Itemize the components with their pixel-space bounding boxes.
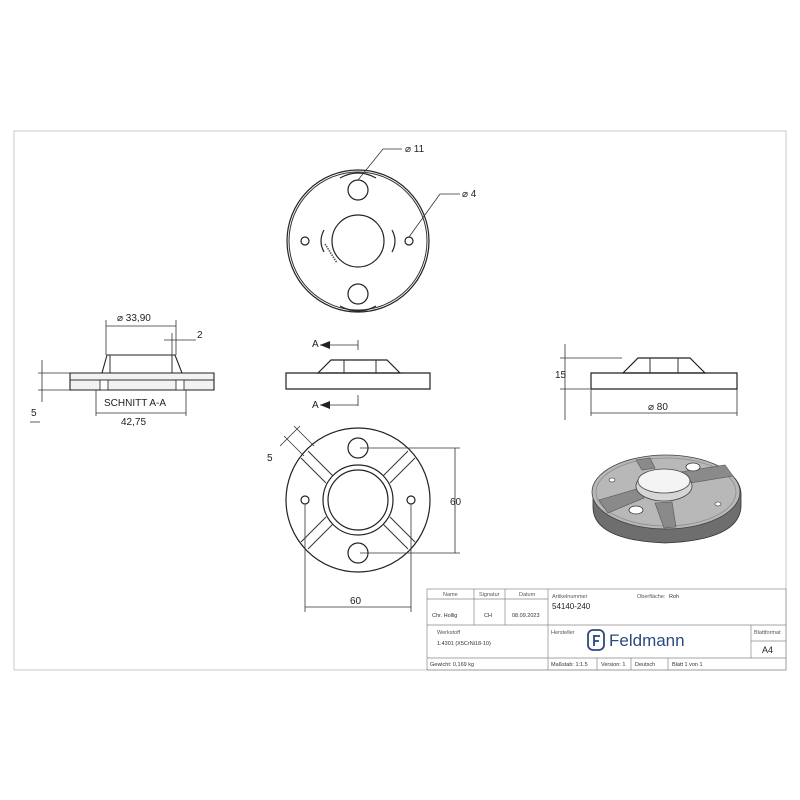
tb-header-signatur: Signatur (479, 592, 500, 598)
tb-werkstoff: 1.4301 (X5CrNi18-10) (437, 641, 491, 647)
engraved-marking (324, 243, 338, 264)
feldmann-logo-icon (587, 629, 605, 651)
tb-oberflaeche: Roh (669, 594, 679, 600)
dim-hole-small: ⌀ 4 (462, 189, 477, 200)
section-marker-bottom: A (312, 400, 319, 411)
tb-sprache: Deutsch (635, 662, 655, 668)
tb-hersteller-label: Hersteller (551, 630, 575, 636)
tb-artikelnummer: 54140-240 (552, 602, 591, 611)
tb-author-name: Chr. Hollig (432, 613, 457, 619)
tb-gewicht: Gewicht: 0,169 kg (430, 662, 474, 668)
drawing-frame (13, 130, 787, 671)
dim-hole-large: ⌀ 11 (405, 144, 425, 155)
section-marker-top: A (312, 339, 319, 350)
tb-massstab: Maßstab: 1:1.5 (551, 662, 588, 668)
section-title: SCHNITT A-A (104, 398, 166, 409)
dim-plate-height: 5 (31, 408, 37, 419)
tb-version: Version: 1 (601, 662, 625, 668)
front-view (285, 340, 431, 409)
tb-author-datum: 08.09.2023 (512, 613, 540, 619)
dim-outer-section: 42,75 (121, 417, 146, 428)
tb-werkstoff-label: Werkstoff (437, 630, 460, 636)
title-block (426, 588, 787, 671)
tb-oberflaeche-label: Oberfläche: (637, 594, 666, 600)
dim-bottom-height: 60 (450, 497, 462, 508)
dim-rib-width: 5 (267, 453, 273, 464)
tb-blatt: Blatt 1 von 1 (672, 662, 703, 668)
isometric-view (591, 454, 742, 544)
dim-overall-height: 15 (555, 370, 567, 381)
dim-wall-thickness: 2 (197, 330, 203, 341)
dim-inner-diameter: ⌀ 33,90 (117, 313, 151, 324)
side-view (560, 344, 738, 420)
tb-header-datum: Datum (519, 592, 536, 598)
bottom-view (279, 425, 460, 612)
dim-outer-diameter: ⌀ 80 (648, 402, 668, 413)
dim-bottom-width: 60 (350, 596, 362, 607)
tb-artikelnummer-label: Artikelnummer (552, 594, 588, 600)
section-view (30, 320, 215, 423)
tb-header-name: Name (443, 592, 458, 598)
top-view (286, 148, 460, 313)
tb-blattformat: A4 (762, 645, 773, 655)
tb-author-signatur: CH (484, 613, 492, 619)
tb-blattformat-label: Blattformat (754, 630, 781, 636)
tb-brand: Feldmann (609, 631, 685, 650)
